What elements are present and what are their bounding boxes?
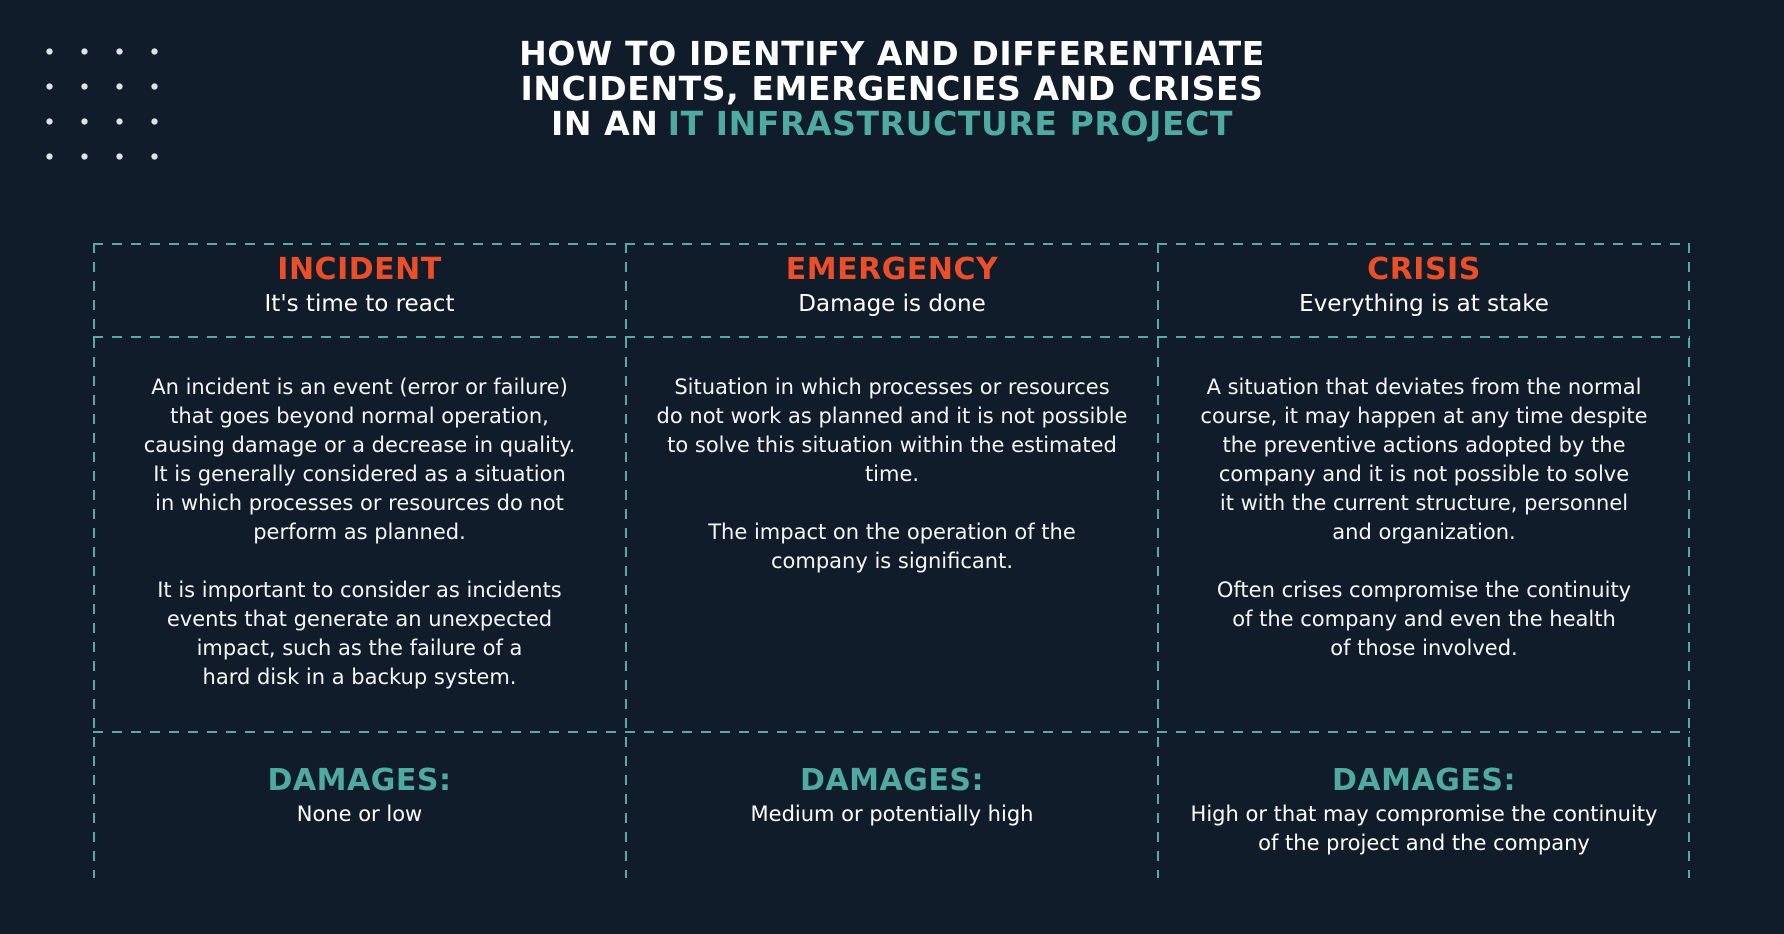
- incident-damages-cell: DAMAGES: None or low: [93, 732, 626, 878]
- table-top-border: [93, 243, 1690, 245]
- damages-label: DAMAGES:: [267, 763, 452, 798]
- column-divider-2: [1157, 243, 1159, 878]
- incident-description: An incident is an event (error or failur…: [143, 375, 576, 689]
- crisis-description: A situation that deviates from the norma…: [1200, 375, 1648, 660]
- damages-label: DAMAGES:: [1332, 763, 1516, 798]
- damages-value: None or low: [296, 802, 423, 826]
- column-title: INCIDENT: [277, 252, 442, 287]
- column-divider-1: [625, 243, 627, 878]
- damages-label: DAMAGES:: [800, 763, 984, 798]
- damages-row-divider: [93, 731, 1690, 733]
- title-line-1: HOW TO IDENTIFY AND DIFFERENTIATE: [519, 34, 1265, 73]
- emergency-description-cell: Situation in which processes or resource…: [626, 337, 1158, 732]
- title-line-3-prefix: IN AN: [550, 104, 659, 143]
- table-grid: INCIDENT It's time to react EMERGENCY Da…: [93, 243, 1690, 878]
- page-title: HOW TO IDENTIFY AND DIFFERENTIATE INCIDE…: [0, 36, 1784, 141]
- column-subtitle: Damage is done: [798, 291, 986, 317]
- column-title: EMERGENCY: [785, 252, 999, 287]
- column-header-crisis: CRISIS Everything is at stake: [1158, 243, 1690, 337]
- title-line-2: INCIDENTS, EMERGENCIES AND CRISES: [520, 69, 1264, 108]
- damages-value: Medium or potentially high: [750, 802, 1034, 826]
- comparison-table: INCIDENT It's time to react EMERGENCY Da…: [93, 243, 1690, 878]
- column-title: CRISIS: [1367, 252, 1481, 287]
- incident-description-cell: An incident is an event (error or failur…: [93, 337, 626, 732]
- emergency-description: Situation in which processes or resource…: [656, 375, 1128, 573]
- dots-pattern: [32, 34, 172, 174]
- column-subtitle: It's time to react: [264, 291, 455, 317]
- column-header-incident: INCIDENT It's time to react: [93, 243, 626, 337]
- header-row-divider: [93, 336, 1690, 338]
- damages-value: High or that may compromise the continui…: [1190, 802, 1658, 855]
- table-right-border: [1688, 243, 1690, 878]
- column-header-emergency: EMERGENCY Damage is done: [626, 243, 1158, 337]
- emergency-damages-cell: DAMAGES: Medium or potentially high: [626, 732, 1158, 878]
- table-left-border: [93, 243, 95, 878]
- column-subtitle: Everything is at stake: [1299, 291, 1549, 317]
- title-line-3-highlight: IT INFRASTRUCTURE PROJECT: [667, 104, 1234, 143]
- crisis-description-cell: A situation that deviates from the norma…: [1158, 337, 1690, 732]
- crisis-damages-cell: DAMAGES: High or that may compromise the…: [1158, 732, 1690, 878]
